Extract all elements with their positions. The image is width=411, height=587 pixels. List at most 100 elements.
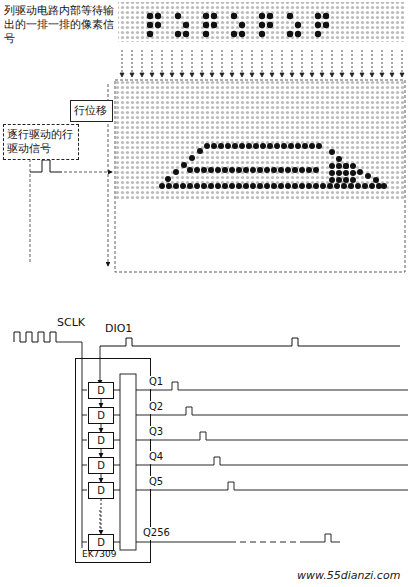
car-dot [243, 183, 249, 189]
car-dot [334, 183, 340, 189]
car-dot [313, 183, 319, 189]
car-dot [173, 183, 179, 189]
car-dot [236, 183, 242, 189]
output-latch [120, 374, 136, 550]
car-dot [365, 173, 371, 179]
pixel-dot [323, 13, 329, 19]
car-dot [306, 183, 312, 189]
flipflop-to-latch [113, 542, 120, 543]
pixel-dot [259, 13, 265, 19]
car-dot [225, 143, 231, 149]
car-dot [336, 170, 342, 176]
car-dot [271, 167, 277, 173]
signal-name: Q2 [148, 401, 164, 414]
arrow-head [210, 73, 214, 77]
car-dot [316, 143, 322, 149]
flipflop-to-latch [113, 390, 120, 391]
callout-text: 行位移 [74, 104, 109, 118]
down-arrow [332, 50, 333, 74]
car-dot [239, 143, 245, 149]
pixel-dot [211, 13, 217, 19]
arrow-head [230, 73, 234, 77]
leader-line [30, 154, 31, 262]
car-dot [309, 143, 315, 149]
down-arrow [282, 50, 283, 74]
pixel-dot [323, 22, 329, 28]
car-dot [313, 167, 319, 173]
flipflop-label: D [89, 535, 113, 550]
arrow-head [260, 73, 264, 77]
display-panel [115, 80, 405, 272]
pixel-dot [155, 13, 161, 19]
down-arrow [222, 50, 223, 74]
pixel-dot [211, 22, 217, 28]
car-dot [218, 143, 224, 149]
car-dot [336, 156, 342, 162]
car-dot [285, 183, 291, 189]
car-dot [232, 143, 238, 149]
down-arrow [302, 50, 303, 74]
car-dot [250, 167, 256, 173]
shift-register-chip: EK7309DDDDDD [75, 358, 151, 563]
car-dot [250, 183, 256, 189]
car-dot [341, 183, 347, 189]
down-arrow [202, 50, 203, 74]
car-dot [260, 143, 266, 149]
car-dot [201, 167, 207, 173]
signal-name: DIO1 [104, 322, 133, 336]
car-dot [343, 170, 349, 176]
car-dot [350, 170, 356, 176]
car-dot [278, 167, 284, 173]
arrow-head [320, 73, 324, 77]
car-dot [274, 143, 280, 149]
output-lines [113, 382, 408, 542]
arrow-head [190, 73, 194, 77]
pixel-dot [239, 31, 245, 37]
arrow-head [250, 73, 254, 77]
pixel-dot [175, 31, 181, 37]
car-dot [295, 143, 301, 149]
d-flipflop: D [88, 407, 114, 424]
down-arrow [402, 50, 403, 74]
arrow-head [200, 73, 204, 77]
car-dot [253, 143, 259, 149]
car-dot [197, 148, 203, 154]
pixel-dot [259, 31, 265, 37]
arrow-head [330, 73, 334, 77]
shift-connector [101, 399, 102, 407]
pixel-signal-dots [147, 13, 329, 37]
down-arrow [182, 50, 183, 74]
car-dot [348, 183, 354, 189]
flipflop-to-latch [113, 440, 120, 441]
car-dot [329, 163, 335, 169]
down-arrow [362, 50, 363, 74]
car-dot [208, 167, 214, 173]
signal-name: Q256 [142, 527, 171, 540]
pixel-dot [147, 13, 153, 19]
pixel-dot [267, 22, 273, 28]
car-dot [299, 167, 305, 173]
car-dot [292, 167, 298, 173]
data-input-line [100, 346, 101, 384]
arrow-head [240, 73, 244, 77]
car-dot [329, 170, 335, 176]
car-dot [302, 143, 308, 149]
car-dot [257, 183, 263, 189]
down-arrow [292, 50, 293, 74]
down-arrow [342, 50, 343, 74]
arrow-head [170, 73, 174, 77]
d-flipflop: D [88, 534, 114, 551]
down-arrow [392, 50, 393, 74]
d-flipflop: D [88, 482, 114, 499]
arrow-head [400, 73, 404, 77]
flipflop-to-latch [113, 465, 120, 466]
car-dot [222, 183, 228, 189]
car-dot [264, 183, 270, 189]
down-arrow [382, 50, 383, 74]
arrow-head [280, 73, 284, 77]
arrow-head [130, 73, 134, 77]
pixel-dot [203, 22, 209, 28]
car-dot [355, 183, 361, 189]
clock-tap [82, 465, 87, 466]
car-dot [369, 183, 375, 189]
